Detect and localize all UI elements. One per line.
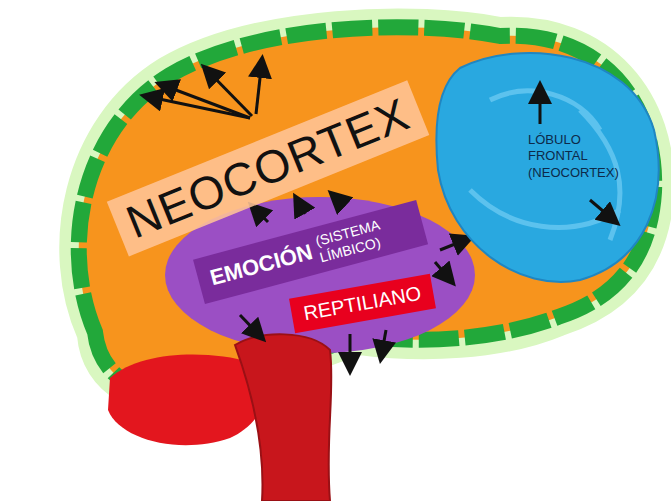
region-label: REPTILIANO <box>301 281 422 324</box>
glow <box>70 19 663 404</box>
reptilian-box: REPTILIANO <box>289 273 436 332</box>
region-heading: EMOCIÓN <box>207 239 315 291</box>
brainstem <box>235 334 331 501</box>
region-subtitle: (SISTEMA LÍMBICO) <box>313 209 414 266</box>
region-label: LÓBULO FRONTAL (NEOCORTEX) <box>528 132 640 181</box>
lobe-outline <box>430 40 662 288</box>
frontal-lobe: LÓBULO FRONTAL (NEOCORTEX) <box>430 40 662 288</box>
